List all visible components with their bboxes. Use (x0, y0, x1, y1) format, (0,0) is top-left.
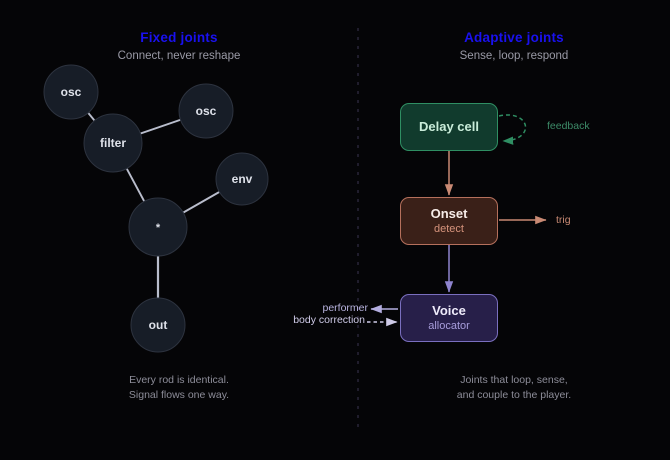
left-panel-subtitle: Connect, never reshape (117, 50, 241, 62)
flow-box-title: Voice (432, 302, 466, 318)
label-body-correction: body correction (293, 314, 365, 326)
right-panel-title: Adaptive joints (464, 30, 564, 45)
left-panel: Fixed joints Connect, never reshape Ever… (117, 30, 241, 401)
label-trig: trig (556, 214, 571, 226)
flow-box-subtitle: allocator (428, 319, 470, 332)
label-performer: performer (322, 302, 368, 314)
flow-box-subtitle: detect (434, 222, 464, 235)
right-panel-subtitle: Sense, loop, respond (459, 50, 569, 62)
label-feedback: feedback (547, 120, 590, 132)
flow-box-onset[interactable]: Onset detect (400, 197, 498, 245)
right-panel-caption: Joints that loop, sense, and couple to t… (456, 374, 572, 401)
flow-box-delay-cell[interactable]: Delay cell (400, 103, 498, 151)
right-panel: Adaptive joints Sense, loop, respond Joi… (358, 0, 670, 460)
flow-box-title: Onset (430, 205, 468, 221)
flow-box-voice[interactable]: Voice allocator (400, 294, 498, 342)
flow-box-title: Delay cell (419, 119, 479, 134)
left-panel-caption: Every rod is identical. Signal flows one… (128, 374, 230, 401)
left-panel-title: Fixed joints (140, 30, 218, 45)
